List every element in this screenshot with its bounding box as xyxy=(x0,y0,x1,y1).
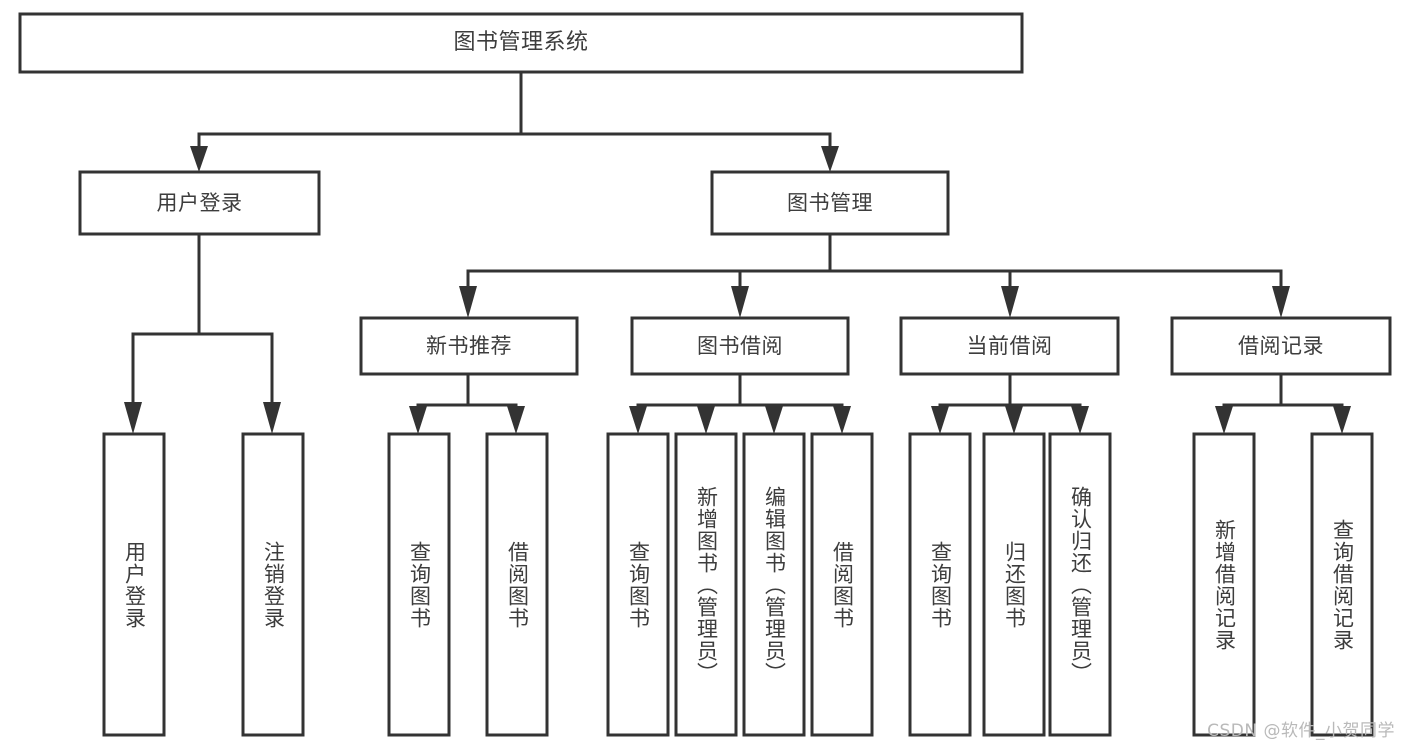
node-leaf-box[interactable] xyxy=(606,432,670,737)
arrow-head-icon xyxy=(697,406,715,434)
node-leaf-box[interactable] xyxy=(1310,432,1374,737)
connector-userlogin-to-leaves xyxy=(124,232,281,434)
node-leaf-box[interactable] xyxy=(485,432,549,737)
arrow-head-icon xyxy=(124,402,142,434)
arrow-head-icon xyxy=(931,406,949,434)
node-new-book-recommend-box[interactable] xyxy=(359,316,579,376)
arrow-head-icon xyxy=(190,146,208,172)
arrow-head-icon xyxy=(629,406,647,434)
arrow-head-icon xyxy=(1001,286,1019,318)
node-leaf-box[interactable] xyxy=(810,432,874,737)
connector-newbook-to-leaves xyxy=(409,372,525,434)
node-leaf-box[interactable] xyxy=(908,432,972,737)
node-leaf-box[interactable] xyxy=(982,432,1046,737)
node-books-management-box[interactable] xyxy=(710,170,950,236)
node-leaf-box[interactable] xyxy=(387,432,451,737)
connector-borrowrecords-to-leaves xyxy=(1215,372,1351,434)
arrow-head-icon xyxy=(1005,406,1023,434)
arrow-head-icon xyxy=(263,402,281,434)
arrow-head-icon xyxy=(1215,406,1233,434)
arrow-head-icon xyxy=(409,406,427,434)
connector-currentborrow-to-leaves xyxy=(931,372,1089,434)
arrow-head-icon xyxy=(821,146,839,172)
connector-booksmgmt-to-level3 xyxy=(459,232,1290,318)
watermark-text: CSDN @软件_小贺同学 xyxy=(1207,721,1395,741)
node-leaf-box[interactable] xyxy=(742,432,806,737)
connector-bookborrow-to-leaves xyxy=(629,372,851,434)
node-leaf-box[interactable] xyxy=(1192,432,1256,737)
node-leaf-box[interactable] xyxy=(102,432,166,737)
arrow-head-icon xyxy=(1272,286,1290,318)
node-borrow-records-box[interactable] xyxy=(1170,316,1392,376)
node-book-borrow-box[interactable] xyxy=(630,316,850,376)
node-current-borrow-box[interactable] xyxy=(899,316,1120,376)
arrow-head-icon xyxy=(731,286,749,318)
node-leaf-box[interactable] xyxy=(674,432,738,737)
arrow-head-icon xyxy=(1071,406,1089,434)
arrow-head-icon xyxy=(765,406,783,434)
node-root-box[interactable] xyxy=(18,12,1024,74)
node-leaf-box[interactable] xyxy=(1048,432,1112,737)
node-user-login-box[interactable] xyxy=(78,170,321,236)
connector-root-to-level2 xyxy=(190,70,839,172)
arrow-head-icon xyxy=(833,406,851,434)
arrow-head-icon xyxy=(507,406,525,434)
arrow-head-icon xyxy=(1333,406,1351,434)
node-leaf-box[interactable] xyxy=(241,432,305,737)
arrow-head-icon xyxy=(459,286,477,318)
